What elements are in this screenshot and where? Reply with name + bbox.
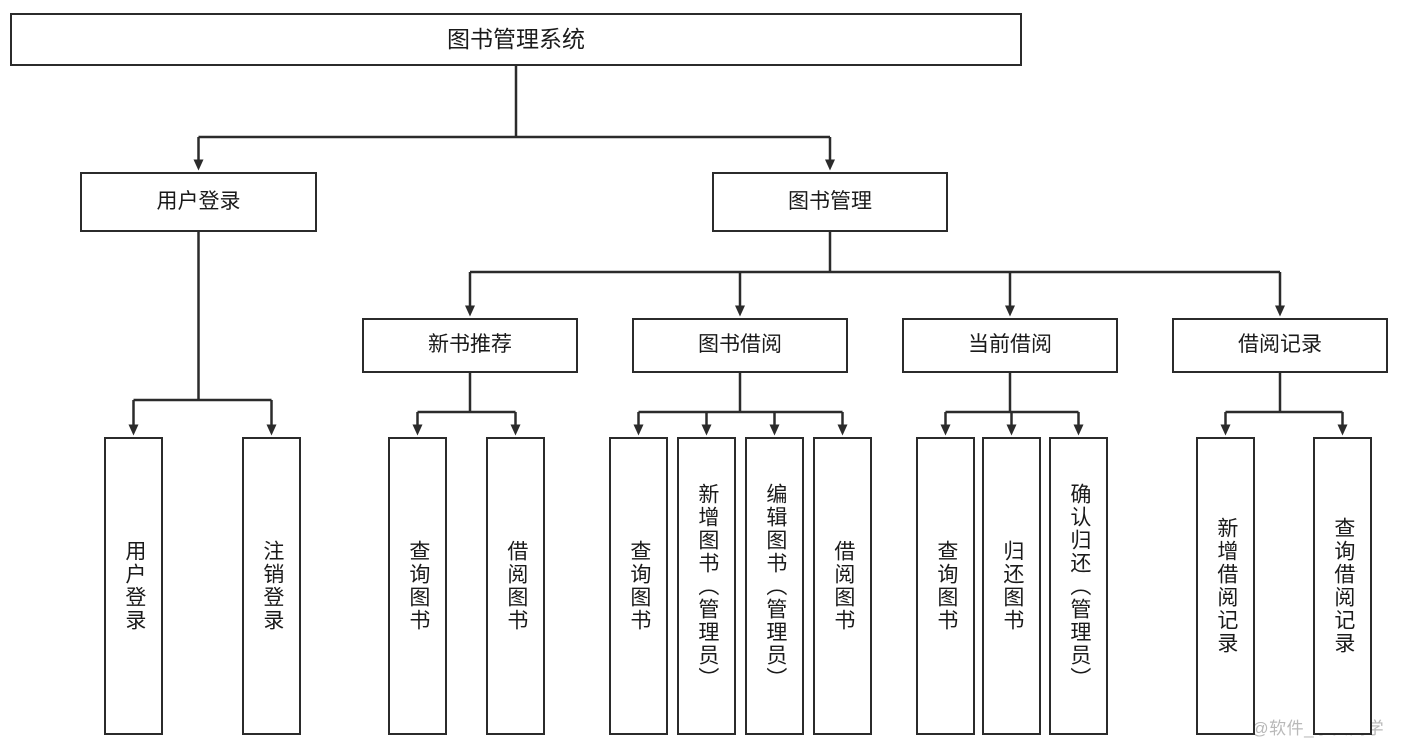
- node-leaf-query-book-2-label: 查询图书: [627, 540, 651, 632]
- node-new-book-recommend[interactable]: 新书推荐: [362, 318, 578, 373]
- node-user-login[interactable]: 用户登录: [80, 172, 317, 232]
- node-leaf-edit-book[interactable]: 编辑图书（管理员）: [745, 437, 804, 735]
- node-leaf-query-book-1-label: 查询图书: [406, 540, 430, 632]
- node-leaf-query-book-3[interactable]: 查询图书: [916, 437, 975, 735]
- node-book-borrow-label: 图书借阅: [698, 333, 782, 357]
- node-leaf-borrow-book-1[interactable]: 借阅图书: [486, 437, 545, 735]
- node-borrow-record-label: 借阅记录: [1238, 333, 1322, 357]
- node-leaf-query-record[interactable]: 查询借阅记录: [1313, 437, 1372, 735]
- node-leaf-query-record-label: 查询借阅记录: [1331, 517, 1355, 655]
- node-leaf-return-book[interactable]: 归还图书: [982, 437, 1041, 735]
- node-book-manage-label: 图书管理: [788, 189, 872, 213]
- node-root-label: 图书管理系统: [447, 25, 585, 52]
- node-leaf-borrow-book-2-label: 借阅图书: [831, 540, 855, 632]
- node-leaf-confirm-return-label: 确认归还（管理员）: [1067, 482, 1091, 690]
- node-new-book-recommend-label: 新书推荐: [428, 333, 512, 357]
- node-leaf-query-book-2[interactable]: 查询图书: [609, 437, 668, 735]
- node-leaf-borrow-book-1-label: 借阅图书: [504, 540, 528, 632]
- node-leaf-add-record-label: 新增借阅记录: [1214, 517, 1238, 655]
- node-borrow-record[interactable]: 借阅记录: [1172, 318, 1388, 373]
- node-leaf-add-book[interactable]: 新增图书（管理员）: [677, 437, 736, 735]
- node-leaf-add-record[interactable]: 新增借阅记录: [1196, 437, 1255, 735]
- node-leaf-user-logout-label: 注销登录: [260, 540, 284, 632]
- node-current-borrow-label: 当前借阅: [968, 333, 1052, 357]
- node-leaf-confirm-return[interactable]: 确认归还（管理员）: [1049, 437, 1108, 735]
- node-leaf-query-book-3-label: 查询图书: [934, 540, 958, 632]
- node-leaf-edit-book-label: 编辑图书（管理员）: [763, 482, 787, 690]
- node-leaf-user-logout[interactable]: 注销登录: [242, 437, 301, 735]
- node-user-login-label: 用户登录: [156, 189, 241, 213]
- node-root[interactable]: 图书管理系统: [10, 13, 1022, 66]
- node-leaf-query-book-1[interactable]: 查询图书: [388, 437, 447, 735]
- node-leaf-user-login[interactable]: 用户登录: [104, 437, 163, 735]
- node-leaf-return-book-label: 归还图书: [1000, 540, 1024, 632]
- node-leaf-add-book-label: 新增图书（管理员）: [695, 482, 719, 690]
- node-book-borrow[interactable]: 图书借阅: [632, 318, 848, 373]
- node-leaf-borrow-book-2[interactable]: 借阅图书: [813, 437, 872, 735]
- node-leaf-user-login-label: 用户登录: [122, 540, 146, 632]
- node-current-borrow[interactable]: 当前借阅: [902, 318, 1118, 373]
- node-book-manage[interactable]: 图书管理: [712, 172, 948, 232]
